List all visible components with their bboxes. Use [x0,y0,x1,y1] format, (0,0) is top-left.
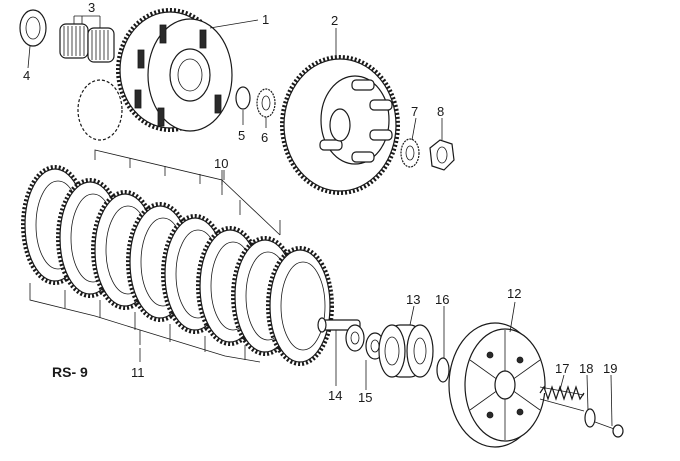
part-5-circlip [235,86,251,110]
callout-15: 15 [358,390,372,405]
part-17-spring [539,385,585,412]
part-2-clutch-hub [280,55,400,195]
part-4-washer [19,9,47,47]
callout-17: 17 [555,361,569,376]
callout-14: 14 [328,388,342,403]
callout-12: 12 [507,286,521,301]
part-6-splined-washer [256,88,276,118]
part-1-clutch-basket [77,8,233,141]
part-12-pressure-plate [448,322,546,448]
callout-13: 13 [406,292,420,307]
callout-5: 5 [238,128,245,143]
part-13-release-bearing [378,324,434,378]
bracket-11 [29,283,261,363]
callout-labels: 1 2 3 4 5 6 7 8 10 11 12 13 14 15 16 17 … [23,0,617,405]
callout-1: 1 [262,12,269,27]
part-16-circlip [436,357,450,383]
leader-lines [27,15,613,427]
part-15-washers [345,324,385,360]
callout-16: 16 [435,292,449,307]
callout-8: 8 [437,104,444,119]
callout-11: 11 [131,365,145,380]
part-19-bolt [594,421,624,438]
callout-6: 6 [261,130,268,145]
callout-3: 3 [88,0,95,15]
callout-18: 18 [579,361,593,376]
callout-7: 7 [411,104,418,119]
model-label: RS- 9 [52,364,88,380]
part-3-needle-bearings [59,23,115,63]
callout-10: 10 [214,156,228,171]
bracket-10 [94,149,281,236]
part-8-nut [429,139,455,171]
part-18-washer [584,408,596,428]
callout-4: 4 [23,68,30,83]
part-10-11-clutch-disc-pack [21,165,334,366]
part-7-lock-washer [400,138,420,168]
callout-2: 2 [331,13,338,28]
callout-19: 19 [603,361,617,376]
